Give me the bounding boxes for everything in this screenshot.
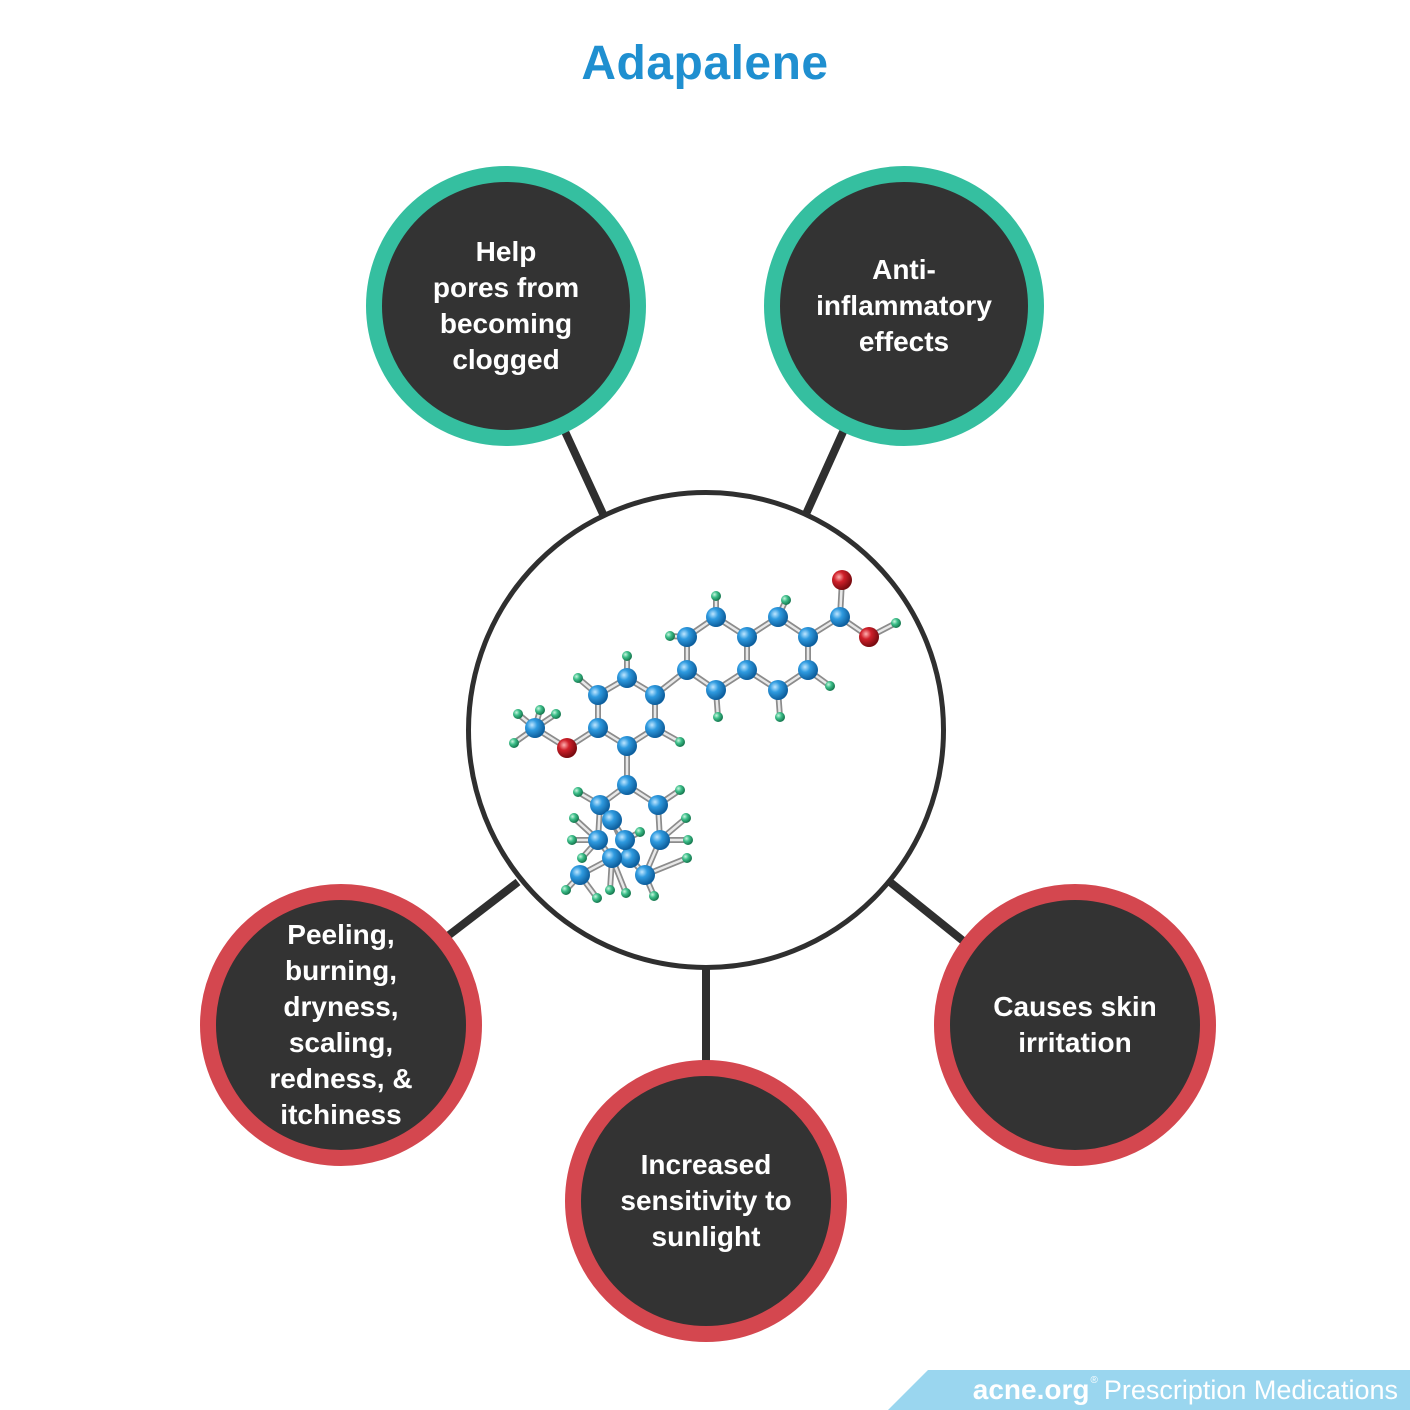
carbon-atom	[588, 830, 608, 850]
oxygen-atom	[859, 627, 879, 647]
hydrogen-atom	[621, 888, 631, 898]
carbon-atom	[677, 627, 697, 647]
carbon-atom	[615, 830, 635, 850]
hydrogen-atom	[682, 853, 692, 863]
page-title: Adapalene	[581, 37, 829, 90]
hydrogen-atom	[635, 827, 645, 837]
hydrogen-atom	[825, 681, 835, 691]
footer-brand[interactable]: acne.org	[972, 1374, 1090, 1405]
benefit-text-pores: Help pores from becoming clogged	[432, 236, 580, 375]
hydrogen-atom	[683, 835, 693, 845]
adapalene-molecule-model	[509, 570, 901, 903]
side-effect-bubble-sunlight: Increased sensitivity to sunlight	[565, 1060, 847, 1342]
hydrogen-atom	[551, 709, 561, 719]
carbon-atom	[588, 685, 608, 705]
hydrogen-atom	[775, 712, 785, 722]
hydrogen-atom	[781, 595, 791, 605]
molecule-hub	[466, 490, 946, 970]
carbon-atom	[588, 718, 608, 738]
hydrogen-atom	[675, 737, 685, 747]
carbon-atom	[706, 607, 726, 627]
molecule-atoms	[509, 570, 901, 903]
oxygen-atom	[557, 738, 577, 758]
carbon-atom	[737, 627, 757, 647]
footer-banner: acne.org® Prescription Medications	[888, 1370, 1410, 1410]
hydrogen-atom	[569, 813, 579, 823]
footer-registered-mark: ®	[1090, 1374, 1098, 1386]
carbon-atom	[677, 660, 697, 680]
hydrogen-atom	[577, 853, 587, 863]
hydrogen-atom	[665, 631, 675, 641]
carbon-atom	[768, 607, 788, 627]
hydrogen-atom	[561, 885, 571, 895]
side-effect-text-irritation: Causes skin irritation	[993, 991, 1157, 1058]
carbon-atom	[798, 627, 818, 647]
hydrogen-atom	[622, 651, 632, 661]
carbon-atom	[648, 795, 668, 815]
carbon-atom	[650, 830, 670, 850]
hydrogen-atom	[567, 835, 577, 845]
connector-bottom-right	[887, 878, 975, 952]
carbon-atom	[830, 607, 850, 627]
footer-section: Prescription Medications	[1103, 1374, 1398, 1405]
side-effect-bubble-peeling: Peeling, burning, dryness, scaling, redn…	[200, 884, 482, 1166]
hydrogen-atom	[711, 591, 721, 601]
carbon-atom	[590, 795, 610, 815]
benefit-bubble-pores: Help pores from becoming clogged	[366, 166, 646, 446]
carbon-atom	[768, 680, 788, 700]
hydrogen-atom	[573, 673, 583, 683]
carbon-atom	[525, 718, 545, 738]
oxygen-atom	[832, 570, 852, 590]
carbon-atom	[706, 680, 726, 700]
carbon-atom	[645, 718, 665, 738]
carbon-atom	[617, 668, 637, 688]
benefit-bubble-anti-inflammatory: Anti- inflammatory effects	[764, 166, 1044, 446]
hydrogen-atom	[713, 712, 723, 722]
hydrogen-atom	[675, 785, 685, 795]
carbon-atom	[620, 848, 640, 868]
carbon-atom	[798, 660, 818, 680]
hydrogen-atom	[681, 813, 691, 823]
hydrogen-atom	[649, 891, 659, 901]
carbon-atom	[635, 865, 655, 885]
carbon-atom	[570, 865, 590, 885]
carbon-atom	[617, 775, 637, 795]
connector-bottom-left	[437, 878, 521, 946]
benefit-text-anti-inflammatory: Anti- inflammatory effects	[816, 254, 992, 357]
carbon-atom	[602, 848, 622, 868]
hydrogen-atom	[573, 787, 583, 797]
carbon-atom	[737, 660, 757, 680]
side-effect-bubble-irritation: Causes skin irritation	[934, 884, 1216, 1166]
hydrogen-atom	[605, 885, 615, 895]
hydrogen-atom	[592, 893, 602, 903]
side-effect-text-peeling: Peeling, burning, dryness, scaling, redn…	[269, 919, 413, 1130]
carbon-atom	[617, 736, 637, 756]
hydrogen-atom	[509, 738, 519, 748]
side-effect-text-sunlight: Increased sensitivity to sunlight	[620, 1149, 792, 1252]
hydrogen-atom	[535, 705, 545, 715]
carbon-atom	[602, 810, 622, 830]
hydrogen-atom	[513, 709, 523, 719]
hydrogen-atom	[891, 618, 901, 628]
carbon-atom	[645, 685, 665, 705]
